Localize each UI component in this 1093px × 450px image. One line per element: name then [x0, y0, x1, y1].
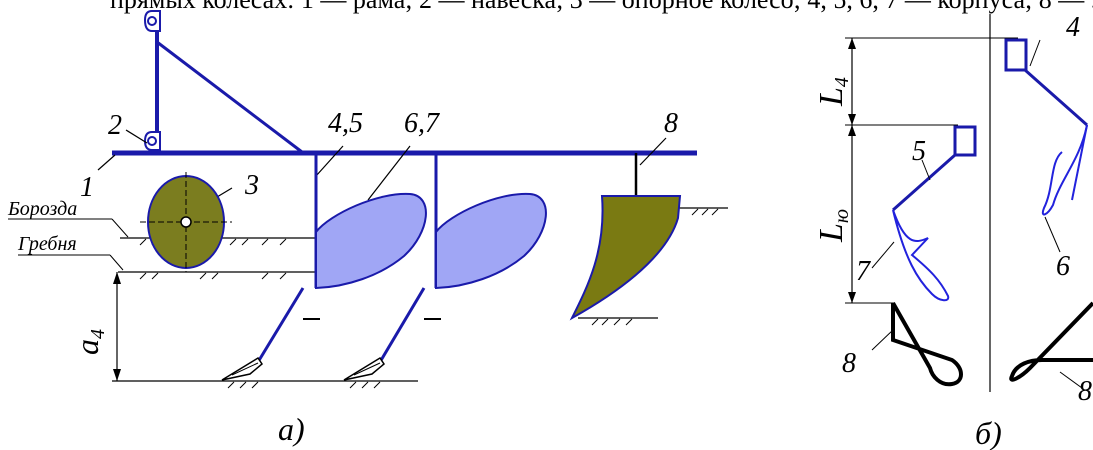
- rear-body: [569, 153, 682, 321]
- label-legs: 4,5: [328, 108, 363, 139]
- label-4: 4: [1066, 12, 1080, 43]
- label-7: 7: [856, 256, 871, 287]
- depth-dimension: a4: [69, 272, 121, 381]
- label-depth: a4: [69, 329, 109, 355]
- support-wheel: [140, 172, 232, 272]
- hitch-bottom-pin: [143, 131, 161, 151]
- label-L4: L4: [813, 77, 853, 107]
- label-ridge: Гребня: [17, 233, 77, 255]
- plough-body-2: [343, 153, 547, 381]
- label-5: 5: [912, 136, 926, 167]
- plough-body-1: [221, 153, 427, 381]
- label-hitch: 2: [108, 110, 122, 141]
- label-8-right: 8: [1078, 376, 1092, 407]
- caption-b: б): [975, 415, 1002, 450]
- rear-8-left: [871, 302, 963, 387]
- rear-8-right: [1009, 301, 1093, 389]
- label-wheel: 3: [244, 170, 259, 201]
- label-furrow: Борозда: [7, 198, 77, 220]
- label-Lyu: Lю: [813, 209, 853, 243]
- leg-5: [892, 125, 977, 212]
- label-rear: 8: [664, 108, 678, 139]
- leg-4: [1004, 38, 1088, 216]
- soil-hatching: [139, 208, 719, 389]
- caption-a: а): [278, 411, 305, 447]
- panel-b: L4 Lю 4: [813, 12, 1093, 450]
- hitch-brace: [156, 40, 303, 154]
- header-fragment: прямых колёсах: 1 — рама; 2 — навеска; 3…: [110, 0, 1093, 14]
- hitch-top-pin: [143, 10, 161, 32]
- panel-a: 1 2 3 4,5 6,7 8 Борозда Гребня: [7, 10, 728, 447]
- label-frame: 1: [80, 172, 94, 203]
- body-7: [871, 209, 950, 302]
- label-6: 6: [1056, 251, 1070, 282]
- label-8-left: 8: [842, 348, 856, 379]
- label-bodies: 6,7: [404, 108, 440, 139]
